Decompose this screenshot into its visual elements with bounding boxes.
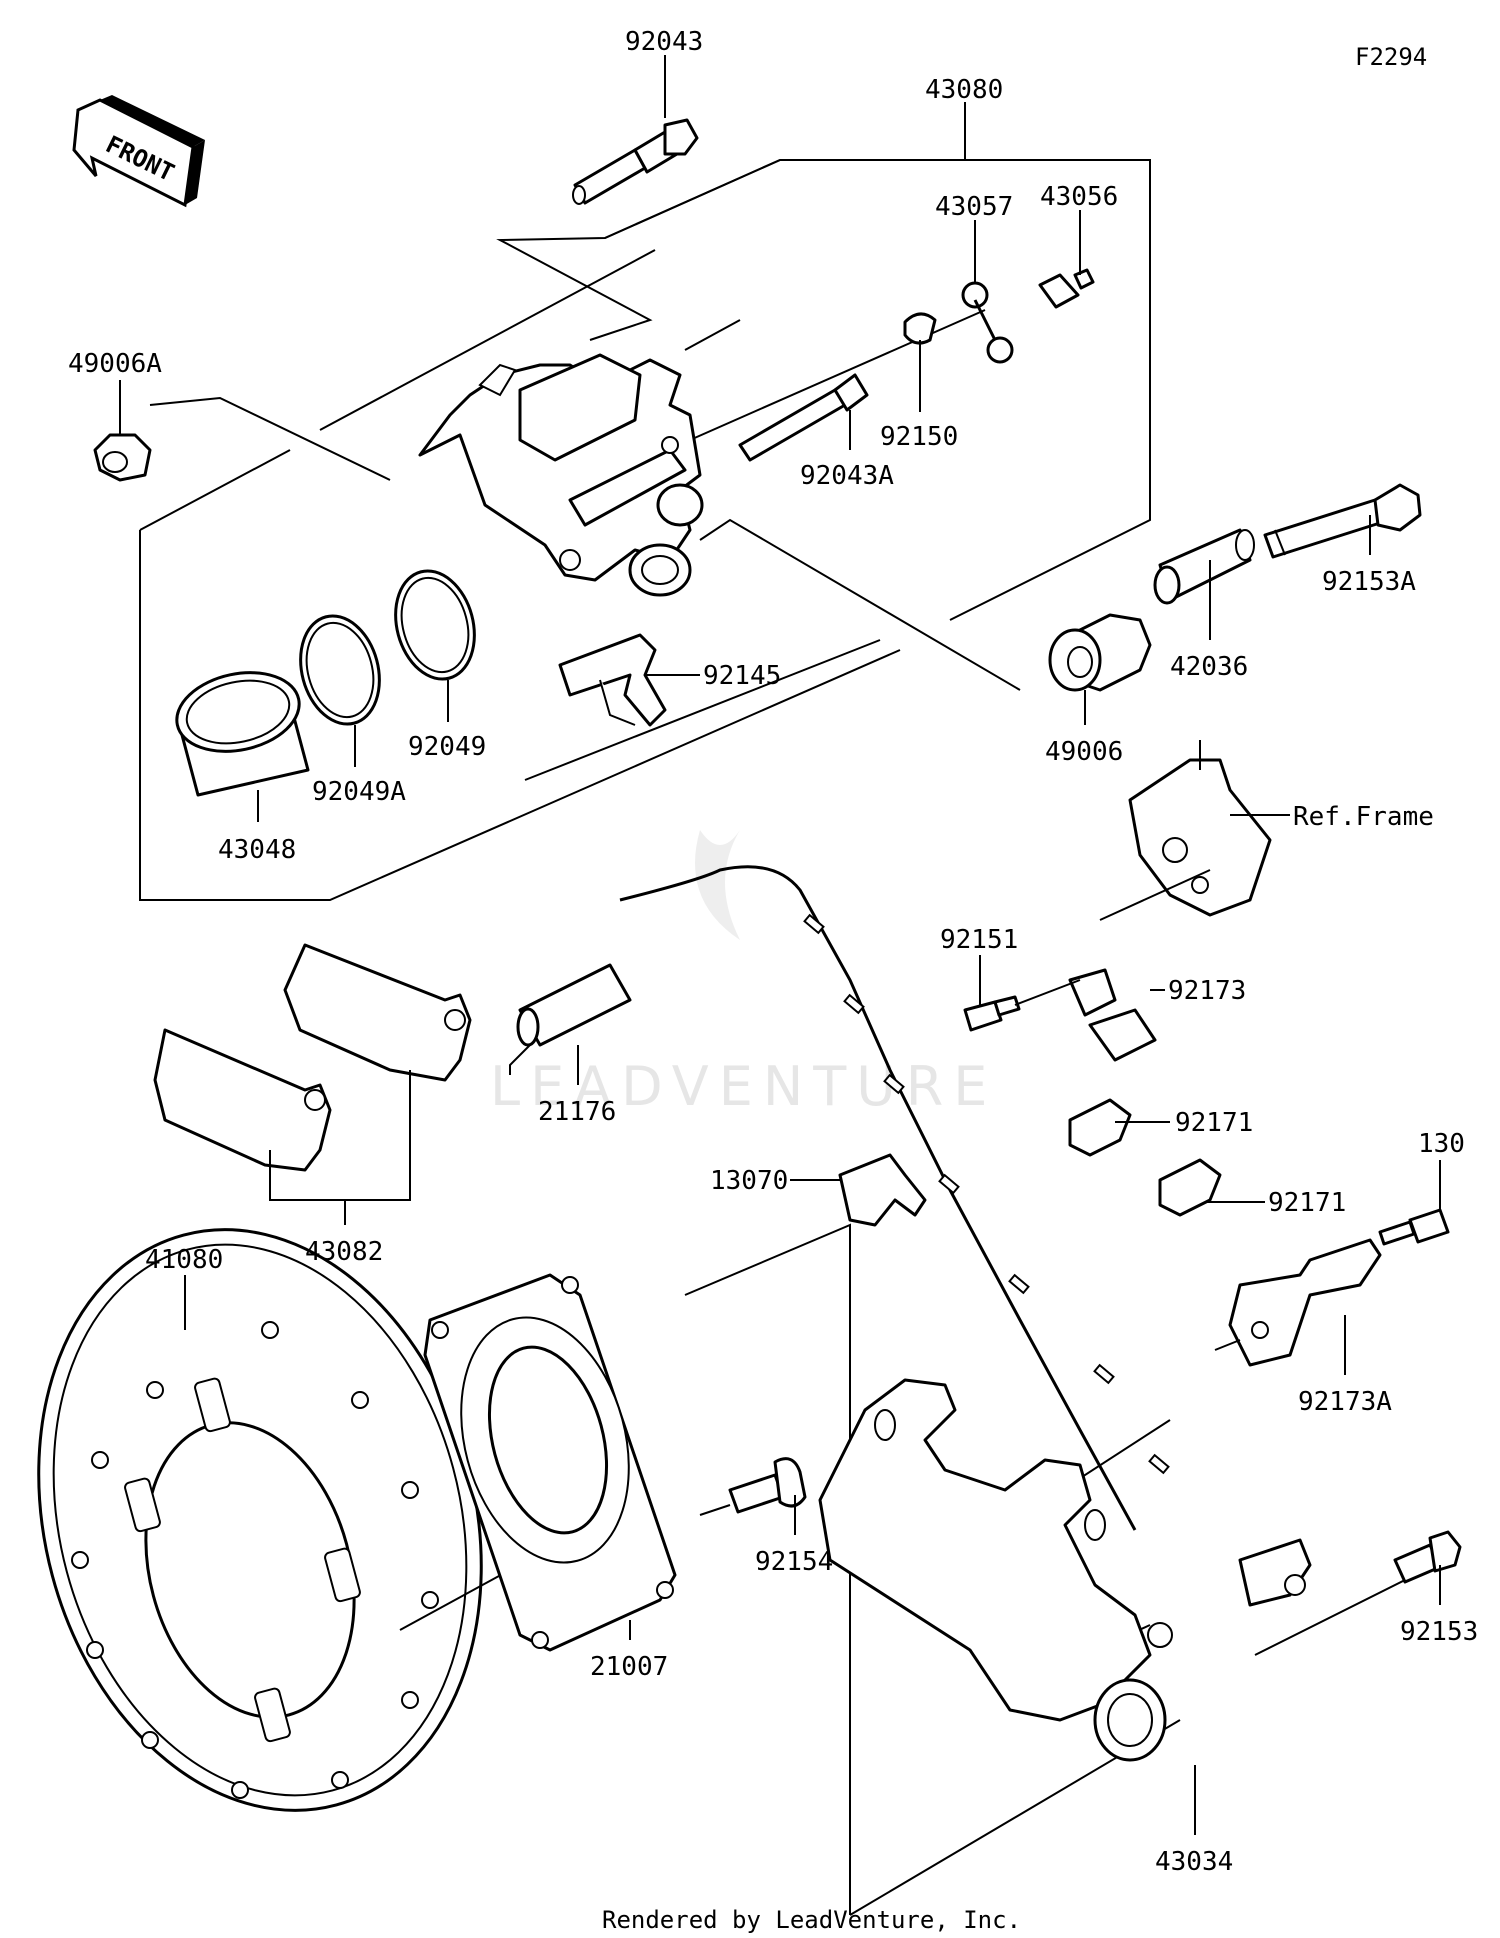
part-number-43057: 43057 (935, 192, 1013, 222)
part-number-92049: 92049 (408, 732, 486, 762)
frame-reference-piece (1128, 740, 1290, 917)
part-number-43082: 43082 (305, 1237, 383, 1267)
label-92173[interactable]: 92173 (1150, 976, 1246, 1006)
plug-92150 (903, 312, 937, 345)
label-92043[interactable]: 92043 (625, 27, 703, 118)
bleeder-valve-43056 (1038, 268, 1095, 309)
leadventure-watermark: LEADVENTURE (490, 830, 987, 1118)
bracket-92173A (1214, 1238, 1382, 1367)
part-number-43034: 43034 (1155, 1847, 1233, 1877)
part-number-49006: 49006 (1045, 737, 1123, 767)
footer-credit: Rendered by LeadVenture, Inc. (602, 1906, 1021, 1934)
part-number-42036: 42036 (1170, 652, 1248, 682)
front-arrow-icon: FRONT (72, 95, 205, 208)
bolt-92154 (699, 1457, 807, 1516)
part-number-130: 130 (1418, 1129, 1465, 1159)
label-13070[interactable]: 13070 (710, 1166, 840, 1196)
label-92153A[interactable]: 92153A (1322, 515, 1416, 597)
part-number-92150: 92150 (880, 422, 958, 452)
figure-id: F2294 (1355, 43, 1427, 71)
label-21176[interactable]: 21176 (538, 1045, 616, 1127)
label-43057[interactable]: 43057 (935, 192, 1013, 283)
label-42036[interactable]: 42036 (1170, 560, 1248, 682)
part-number-92153A: 92153A (1322, 567, 1416, 597)
part-number-21176: 21176 (538, 1097, 616, 1127)
label-130[interactable]: 130 (1418, 1129, 1465, 1210)
nut-49006A (93, 433, 152, 482)
label-41080[interactable]: 41080 (145, 1245, 223, 1330)
part-number-13070: 13070 (710, 1166, 788, 1196)
brake-caliper-body (418, 353, 704, 597)
part-number-43056: 43056 (1040, 182, 1118, 212)
caliper-pin-92043A (738, 373, 869, 462)
part-number-92043A: 92043A (800, 461, 894, 491)
dust-seal-92049A (299, 614, 381, 726)
label-92171-lower[interactable]: 92171 (1205, 1188, 1346, 1218)
bolt-92153A (1263, 483, 1422, 559)
bolt-130 (1378, 1208, 1450, 1246)
clamp-92171-upper (1068, 1098, 1132, 1157)
label-92151[interactable]: 92151 (940, 925, 1018, 1005)
bolt-92151 (963, 979, 1081, 1032)
bolt-92153 (1393, 1530, 1462, 1584)
bleeder-cap-43057 (961, 281, 1014, 364)
piston-seal-92049 (394, 569, 476, 681)
part-number-41080: 41080 (145, 1245, 223, 1275)
part-number-92171-lower: 92171 (1268, 1188, 1346, 1218)
sensor-rotor-21007 (423, 1273, 677, 1652)
label-92049[interactable]: 92049 (408, 680, 486, 762)
boot-49006 (1048, 613, 1152, 692)
part-number-43080: 43080 (925, 75, 1003, 105)
part-number-92145: 92145 (703, 661, 781, 691)
brake-disc-41080 (37, 1228, 621, 1812)
ref-frame-label: Ref.Frame (1293, 802, 1434, 832)
part-number-21007: 21007 (590, 1652, 668, 1682)
label-92049A[interactable]: 92049A (312, 725, 406, 807)
label-43080[interactable]: 43080 (925, 75, 1003, 160)
label-92150[interactable]: 92150 (880, 340, 958, 452)
label-92173A[interactable]: 92173A (1298, 1315, 1392, 1417)
label-43082[interactable]: 43082 (305, 1200, 383, 1267)
clamp-92171-lower (1158, 1158, 1222, 1217)
piston-43048 (175, 671, 310, 797)
part-number-43048: 43048 (218, 835, 296, 865)
label-92145[interactable]: 92145 (645, 661, 781, 691)
part-number-92171-upper: 92171 (1175, 1108, 1253, 1138)
sleeve-42036 (1153, 528, 1255, 605)
label-43034[interactable]: 43034 (1155, 1765, 1233, 1877)
part-number-92154: 92154 (755, 1547, 833, 1577)
label-92153[interactable]: 92153 (1400, 1565, 1478, 1647)
abs-sensor-cable-21176 (509, 865, 1312, 1607)
part-number-92173A: 92173A (1298, 1387, 1392, 1417)
label-21007[interactable]: 21007 (590, 1620, 668, 1682)
caliper-bracket-43034 (818, 1378, 1173, 1762)
label-43048[interactable]: 43048 (218, 790, 296, 865)
clip-13070 (838, 1153, 927, 1227)
part-number-92151: 92151 (940, 925, 1018, 955)
label-92043A[interactable]: 92043A (800, 410, 894, 491)
part-number-49006A: 49006A (68, 349, 162, 379)
label-49006A[interactable]: 49006A (68, 349, 162, 435)
part-number-92049A: 92049A (312, 777, 406, 807)
part-number-92173: 92173 (1168, 976, 1246, 1006)
part-number-92043: 92043 (625, 27, 703, 57)
label-92171-upper[interactable]: 92171 (1115, 1108, 1253, 1138)
caliper-pin-bolt-92043 (572, 118, 699, 205)
label-ref-frame[interactable]: Ref.Frame (1293, 802, 1434, 832)
caliper-assembly-bracket-lines (139, 150, 1151, 901)
pad-spring-92145 (558, 633, 667, 727)
part-number-92153: 92153 (1400, 1617, 1478, 1647)
label-43056[interactable]: 43056 (1040, 182, 1118, 275)
label-92154[interactable]: 92154 (755, 1495, 833, 1577)
clamp-92173 (1068, 869, 1211, 1062)
label-49006[interactable]: 49006 (1045, 690, 1123, 767)
brake-pads-43082 (153, 943, 472, 1201)
